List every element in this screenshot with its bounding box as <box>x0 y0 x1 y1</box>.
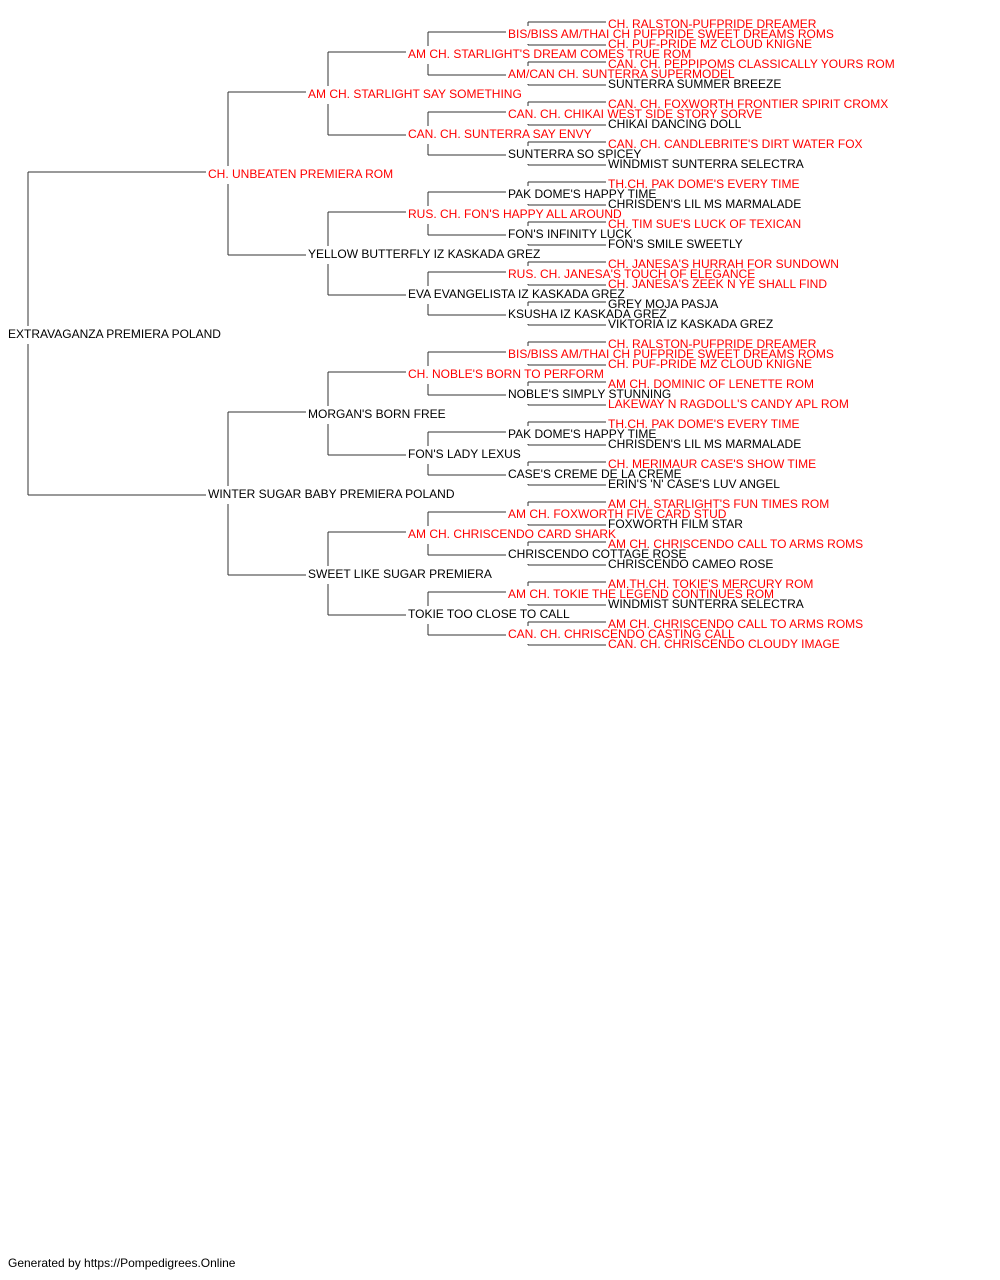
champion-ancestor-name-gen5: TH.CH. PAK DOME'S EVERY TIME <box>608 177 799 191</box>
ancestor-name-gen5: ERIN'S 'N' CASE'S LUV ANGEL <box>608 477 780 491</box>
pedigree-connectors <box>27 21 606 646</box>
ancestor-name-gen5: SUNTERRA SUMMER BREEZE <box>608 77 781 91</box>
champion-ancestor-name-gen3: AM CH. STARLIGHT'S DREAM COMES TRUE ROM <box>408 47 691 61</box>
champion-ancestor-name-gen4: AM/CAN CH. SUNTERRA SUPERMODEL <box>508 67 735 81</box>
ancestor-name-gen4: PAK DOME'S HAPPY TIME <box>508 427 656 441</box>
champion-ancestor-name-gen5: CH. TIM SUE'S LUCK OF TEXICAN <box>608 217 801 231</box>
ancestor-name-gen4: CHRISCENDO COTTAGE ROSE <box>508 547 686 561</box>
champion-ancestor-name-gen5: CH. RALSTON-PUFPRIDE DREAMER <box>608 337 817 351</box>
ancestor-name-gen5: CHRISDEN'S LIL MS MARMALADE <box>608 197 801 211</box>
ancestor-name-gen4: PAK DOME'S HAPPY TIME <box>508 187 656 201</box>
champion-ancestor-name-gen4: BIS/BISS AM/THAI CH PUFPRIDE SWEET DREAM… <box>508 27 834 41</box>
ancestor-name-gen4: SUNTERRA SO SPICEY <box>508 147 641 161</box>
champion-ancestor-name-gen5: CAN. CH. CANDLEBRITE'S DIRT WATER FOX <box>608 137 863 151</box>
ancestor-name-gen2: SWEET LIKE SUGAR PREMIERA <box>308 567 492 581</box>
champion-ancestor-name-gen4: BIS/BISS AM/THAI CH PUFPRIDE SWEET DREAM… <box>508 347 834 361</box>
ancestor-name-gen5: CHRISCENDO CAMEO ROSE <box>608 557 773 571</box>
champion-ancestor-name-gen2: AM CH. STARLIGHT SAY SOMETHING <box>308 87 522 101</box>
ancestor-name-gen4: KSUSHA IZ KASKADA GREZ <box>508 307 667 321</box>
champion-ancestor-name-gen5: AM CH. STARLIGHT'S FUN TIMES ROM <box>608 497 829 511</box>
champion-ancestor-name-gen5: CH. PUF-PRIDE MZ CLOUD KNIGNE <box>608 357 812 371</box>
ancestor-name-gen5: GREY MOJA PASJA <box>608 297 718 311</box>
champion-ancestor-name-gen4: CAN. CH. CHRISCENDO CASTING CALL <box>508 627 735 641</box>
ancestor-name-gen5: WINDMIST SUNTERRA SELECTRA <box>608 157 804 171</box>
ancestor-name-gen5: VIKTORIA IZ KASKADA GREZ <box>608 317 773 331</box>
generated-by-footer: Generated by https://Pompedigrees.Online <box>8 1256 236 1270</box>
ancestor-name-gen2: MORGAN'S BORN FREE <box>308 407 446 421</box>
champion-ancestor-name-gen5: CAN. CH. FOXWORTH FRONTIER SPIRIT CROMX <box>608 97 888 111</box>
champion-ancestor-name-gen5: CAN. CH. CHRISCENDO CLOUDY IMAGE <box>608 637 840 651</box>
champion-ancestor-name-gen1: CH. UNBEATEN PREMIERA ROM <box>208 167 393 181</box>
ancestor-name-gen5: CHIKAI DANCING DOLL <box>608 117 742 131</box>
champion-ancestor-name-gen3: CH. NOBLE'S BORN TO PERFORM <box>408 367 604 381</box>
ancestor-name-gen2: YELLOW BUTTERFLY IZ KASKADA GREZ <box>308 247 540 261</box>
champion-ancestor-name-gen4: AM CH. TOKIE THE LEGEND CONTINUES ROM <box>508 587 774 601</box>
ancestor-name-gen4: FON'S INFINITY LUCK <box>508 227 632 241</box>
champion-ancestor-name-gen3: AM CH. CHRISCENDO CARD SHARK <box>408 527 616 541</box>
champion-ancestor-name-gen5: TH.CH. PAK DOME'S EVERY TIME <box>608 417 799 431</box>
ancestor-name-gen0: EXTRAVAGANZA PREMIERA POLAND <box>8 327 221 341</box>
champion-ancestor-name-gen3: RUS. CH. FON'S HAPPY ALL AROUND <box>408 207 622 221</box>
ancestor-name-gen3: FON'S LADY LEXUS <box>408 447 521 461</box>
ancestor-name-gen4: CASE'S CREME DE LA CREME <box>508 467 682 481</box>
ancestor-name-gen5: CHRISDEN'S LIL MS MARMALADE <box>608 437 801 451</box>
champion-ancestor-name-gen5: CH. JANESA'S HURRAH FOR SUNDOWN <box>608 257 839 271</box>
champion-ancestor-name-gen4: RUS. CH. JANESA'S TOUCH OF ELEGANCE <box>508 267 755 281</box>
ancestor-name-gen5: FON'S SMILE SWEETLY <box>608 237 743 251</box>
champion-ancestor-name-gen5: CH. RALSTON-PUFPRIDE DREAMER <box>608 17 817 31</box>
champion-ancestor-name-gen4: AM CH. FOXWORTH FIVE CARD STUD <box>508 507 727 521</box>
champion-ancestor-name-gen5: AM CH. CHRISCENDO CALL TO ARMS ROMS <box>608 617 863 631</box>
champion-ancestor-name-gen3: CAN. CH. SUNTERRA SAY ENVY <box>408 127 592 141</box>
champion-ancestor-name-gen5: AM CH. CHRISCENDO CALL TO ARMS ROMS <box>608 537 863 551</box>
ancestor-name-gen5: WINDMIST SUNTERRA SELECTRA <box>608 597 804 611</box>
champion-ancestor-name-gen5: CAN. CH. PEPPIPOMS CLASSICALLY YOURS ROM <box>608 57 895 71</box>
ancestor-name-gen3: TOKIE TOO CLOSE TO CALL <box>408 607 570 621</box>
champion-ancestor-name-gen5: CH. MERIMAUR CASE'S SHOW TIME <box>608 457 816 471</box>
champion-ancestor-name-gen5: CH. PUF-PRIDE MZ CLOUD KNIGNE <box>608 37 812 51</box>
ancestor-name-gen3: EVA EVANGELISTA IZ KASKADA GREZ <box>408 287 625 301</box>
champion-ancestor-name-gen5: CH. JANESA'S ZEEK N YE SHALL FIND <box>608 277 827 291</box>
ancestor-name-gen5: FOXWORTH FILM STAR <box>608 517 743 531</box>
ancestor-name-gen4: NOBLE'S SIMPLY STUNNING <box>508 387 671 401</box>
champion-ancestor-name-gen5: LAKEWAY N RAGDOLL'S CANDY APL ROM <box>608 397 849 411</box>
champion-ancestor-name-gen5: AM.TH.CH. TOKIE'S MERCURY ROM <box>608 577 813 591</box>
ancestor-name-gen1: WINTER SUGAR BABY PREMIERA POLAND <box>208 487 455 501</box>
champion-ancestor-name-gen4: CAN. CH. CHIKAI WEST SIDE STORY SORVE <box>508 107 762 121</box>
pedigree-labels: EXTRAVAGANZA PREMIERA POLAND CH. UNBEATEN… <box>8 17 895 651</box>
champion-ancestor-name-gen5: AM CH. DOMINIC OF LENETTE ROM <box>608 377 814 391</box>
